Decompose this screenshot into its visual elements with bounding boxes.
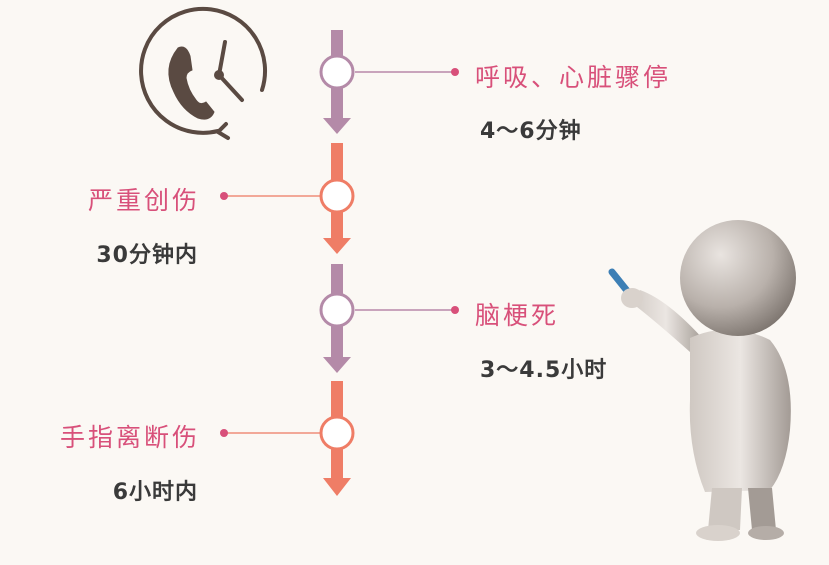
clock-phone-icon [139,6,268,140]
timeline-segment-3 [319,264,459,373]
pointing-figure-illustration [608,220,796,541]
item-time-severe-trauma: 30分钟内 [96,243,198,268]
timeline-segment-4 [220,381,355,496]
item-label-cardiac-arrest: 呼吸、心脏骤停 [475,63,672,92]
item-label-stroke: 脑梗死 [475,301,560,330]
item-label-severe-trauma: 严重创伤 [87,186,200,215]
item-time-finger-amputation: 6小时内 [112,480,198,505]
item-time-stroke: 3～4.5小时 [480,358,608,383]
item-label-finger-amputation: 手指离断伤 [59,423,200,452]
item-time-cardiac-arrest: 4～6分钟 [480,119,582,144]
timeline-segment-2 [220,143,355,254]
timeline-segment-1 [319,30,459,134]
